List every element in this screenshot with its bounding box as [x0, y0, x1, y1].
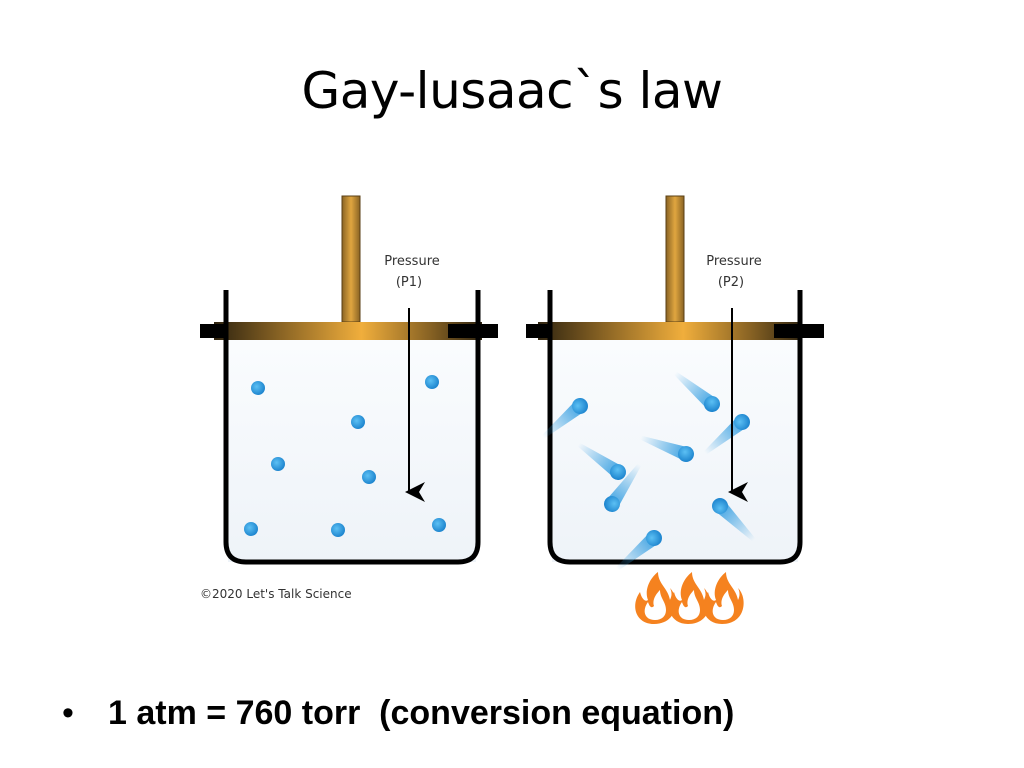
right-particles [541, 371, 756, 571]
right-piston-stop-left [526, 324, 552, 338]
fast-particle [712, 498, 756, 542]
flame-icon [635, 572, 676, 624]
left-piston-stop-right [448, 324, 498, 338]
flame-icons [635, 572, 744, 624]
right-piston-plate [538, 322, 802, 340]
particle [432, 518, 446, 532]
fast-particle [577, 442, 626, 480]
right-piston-rod [665, 195, 685, 323]
left-piston-plate [214, 322, 482, 340]
fast-particle [673, 371, 720, 412]
particle [362, 470, 376, 484]
flame-icon [703, 572, 744, 624]
flame-icon [669, 572, 710, 624]
particle [271, 457, 285, 471]
bullet-item: • 1 atm = 760 torr (conversion equation) [62, 694, 962, 733]
left-pressure-label: Pressure [384, 254, 440, 269]
right-pressure-symbol: (P2) [718, 275, 744, 290]
image-credit: ©2020 Let's Talk Science [200, 587, 352, 601]
left-pressure-symbol: (P1) [396, 275, 422, 290]
right-container-wall [547, 290, 803, 565]
left-piston-stop-left [200, 324, 226, 338]
fast-particle [604, 463, 642, 512]
right-pressure-label: Pressure [706, 254, 762, 269]
fast-particle [541, 398, 588, 439]
particle [251, 381, 265, 395]
particle [425, 375, 439, 389]
left-piston-rod [341, 195, 361, 323]
slide-title: Gay-lusaac`s law [301, 62, 723, 120]
particle [351, 415, 365, 429]
diagram-svg: Pressure (P1) [200, 195, 824, 624]
right-container: Pressure (P2) [526, 195, 824, 624]
particle [244, 522, 258, 536]
bullet-text: 1 atm = 760 torr (conversion equation) [108, 694, 735, 732]
left-container: Pressure (P1) [200, 195, 498, 565]
bullet-symbol: • [62, 694, 74, 732]
left-container-wall [223, 290, 481, 565]
particle [331, 523, 345, 537]
left-particles [244, 375, 446, 537]
fast-particle [615, 530, 662, 571]
fast-particle [640, 435, 694, 462]
gas-law-diagram: Pressure (P1) [192, 190, 832, 630]
fast-particle [703, 414, 750, 455]
